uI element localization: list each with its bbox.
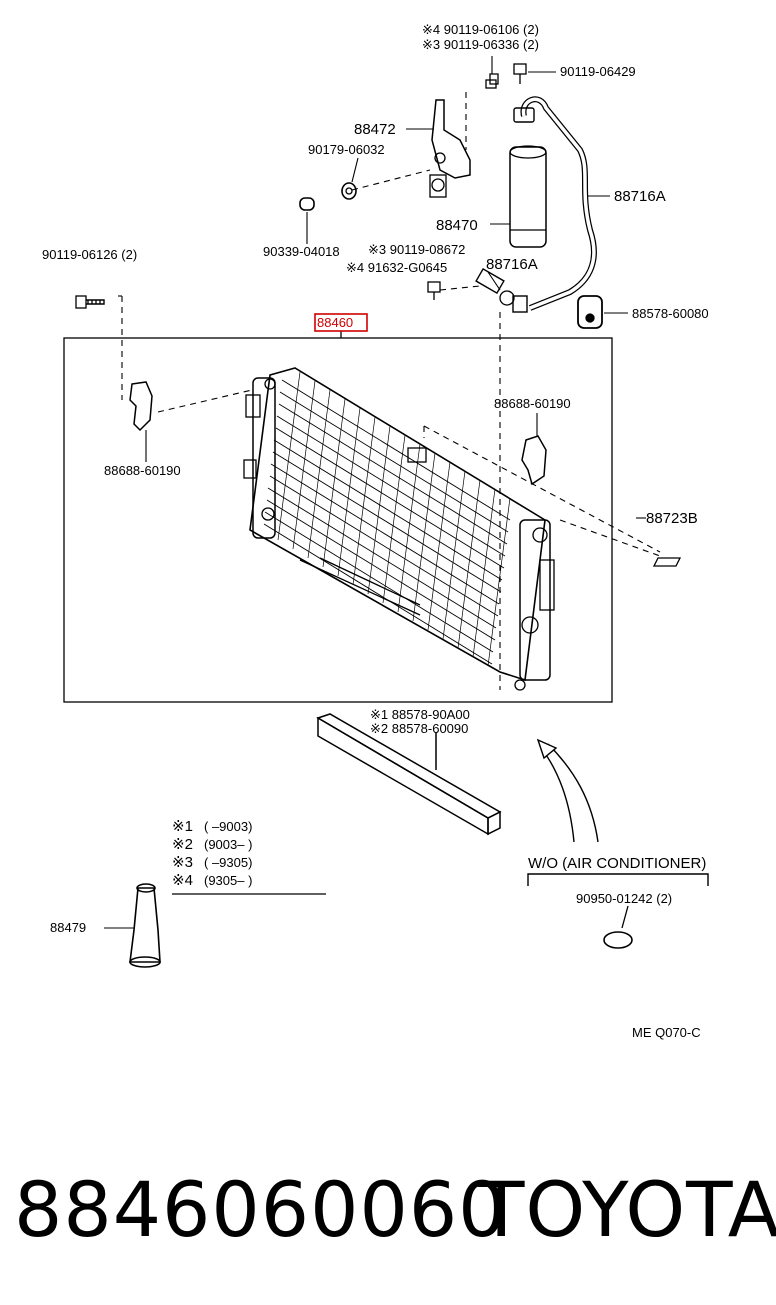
label-90339-04018: 90339-04018 (263, 244, 340, 259)
label-mid-bolt-a: ※3 90119-08672 (368, 242, 465, 257)
label-90119-06429: 90119-06429 (560, 64, 636, 79)
label-mid-bolt-b: ※4 91632-G0645 (346, 260, 447, 275)
label-top-bolt-b: ※3 90119-06336 (2) (422, 37, 539, 52)
label-bracket-right: 88688-60190 (494, 396, 571, 411)
label-seal-a: ※1 88578-90A00 (370, 707, 470, 722)
label-ref-code: ME Q070-C (632, 1025, 701, 1040)
label-88723B: 88723B (646, 510, 698, 527)
plug-90950-01242 (603, 931, 633, 949)
label-88578-60080: 88578-60080 (632, 306, 709, 321)
label-88723B (652, 557, 682, 567)
note-3-text: ( –9305) (204, 855, 252, 870)
label-88470: 88470 (436, 217, 478, 234)
bolt-90119-06429 (513, 63, 527, 84)
note-1-mark: ※1 (172, 818, 193, 835)
condenser-frame (63, 337, 613, 703)
bolt-top-left (485, 73, 499, 89)
bolt-90119-06126 (75, 295, 105, 309)
label-wo-ac: W/O (AIR CONDITIONER) (528, 855, 706, 872)
note-2-mark: ※2 (172, 836, 193, 853)
seal-strip (316, 713, 502, 836)
bracket-left-88688 (129, 381, 153, 432)
tube-88716A (520, 96, 597, 311)
bracket-right-88688 (521, 435, 547, 486)
note-4-mark: ※4 (172, 872, 193, 889)
label-90119-06126: 90119-06126 (2) (42, 247, 137, 262)
arrow-wo-ac (536, 738, 599, 843)
label-88479: 88479 (50, 920, 86, 935)
condenser-core (243, 367, 555, 691)
note-2-text: (9003– ) (204, 837, 252, 852)
note-3-mark: ※3 (172, 854, 193, 871)
label-88472: 88472 (354, 121, 396, 138)
receiver-dryer (509, 145, 547, 248)
label-90179-06032: 90179-06032 (308, 142, 385, 157)
pipe-fitting (475, 267, 528, 313)
footer-brand: TOYOTA (478, 1165, 776, 1254)
label-88716A-upper: 88716A (614, 188, 666, 205)
label-88460[interactable]: 88460 (317, 315, 353, 330)
label-top-bolt-a: ※4 90119-06106 (2) (422, 22, 539, 37)
label-bracket-left: 88688-60190 (104, 463, 181, 478)
note-1-text: ( –9003) (204, 819, 252, 834)
clamp-88578-60080 (577, 295, 603, 329)
plug-90339-04018 (299, 197, 315, 211)
boot-88479 (104, 883, 161, 968)
parts-diagram: ※4 90119-06106 (2) ※3 90119-06336 (2) 90… (42, 22, 709, 1040)
label-seal-b: ※2 88578-60090 (370, 721, 468, 736)
clip-90179-06032 (341, 182, 357, 200)
label-88716A-lower: 88716A (486, 256, 538, 273)
bracket-88472 (429, 99, 471, 198)
note-4-text: (9305– ) (204, 873, 252, 888)
bolt-mid (427, 281, 441, 300)
footer-part-number: 8846060060 (14, 1165, 508, 1254)
label-90950-01242: 90950-01242 (2) (576, 891, 672, 906)
highlight-box-88460 (314, 313, 368, 332)
